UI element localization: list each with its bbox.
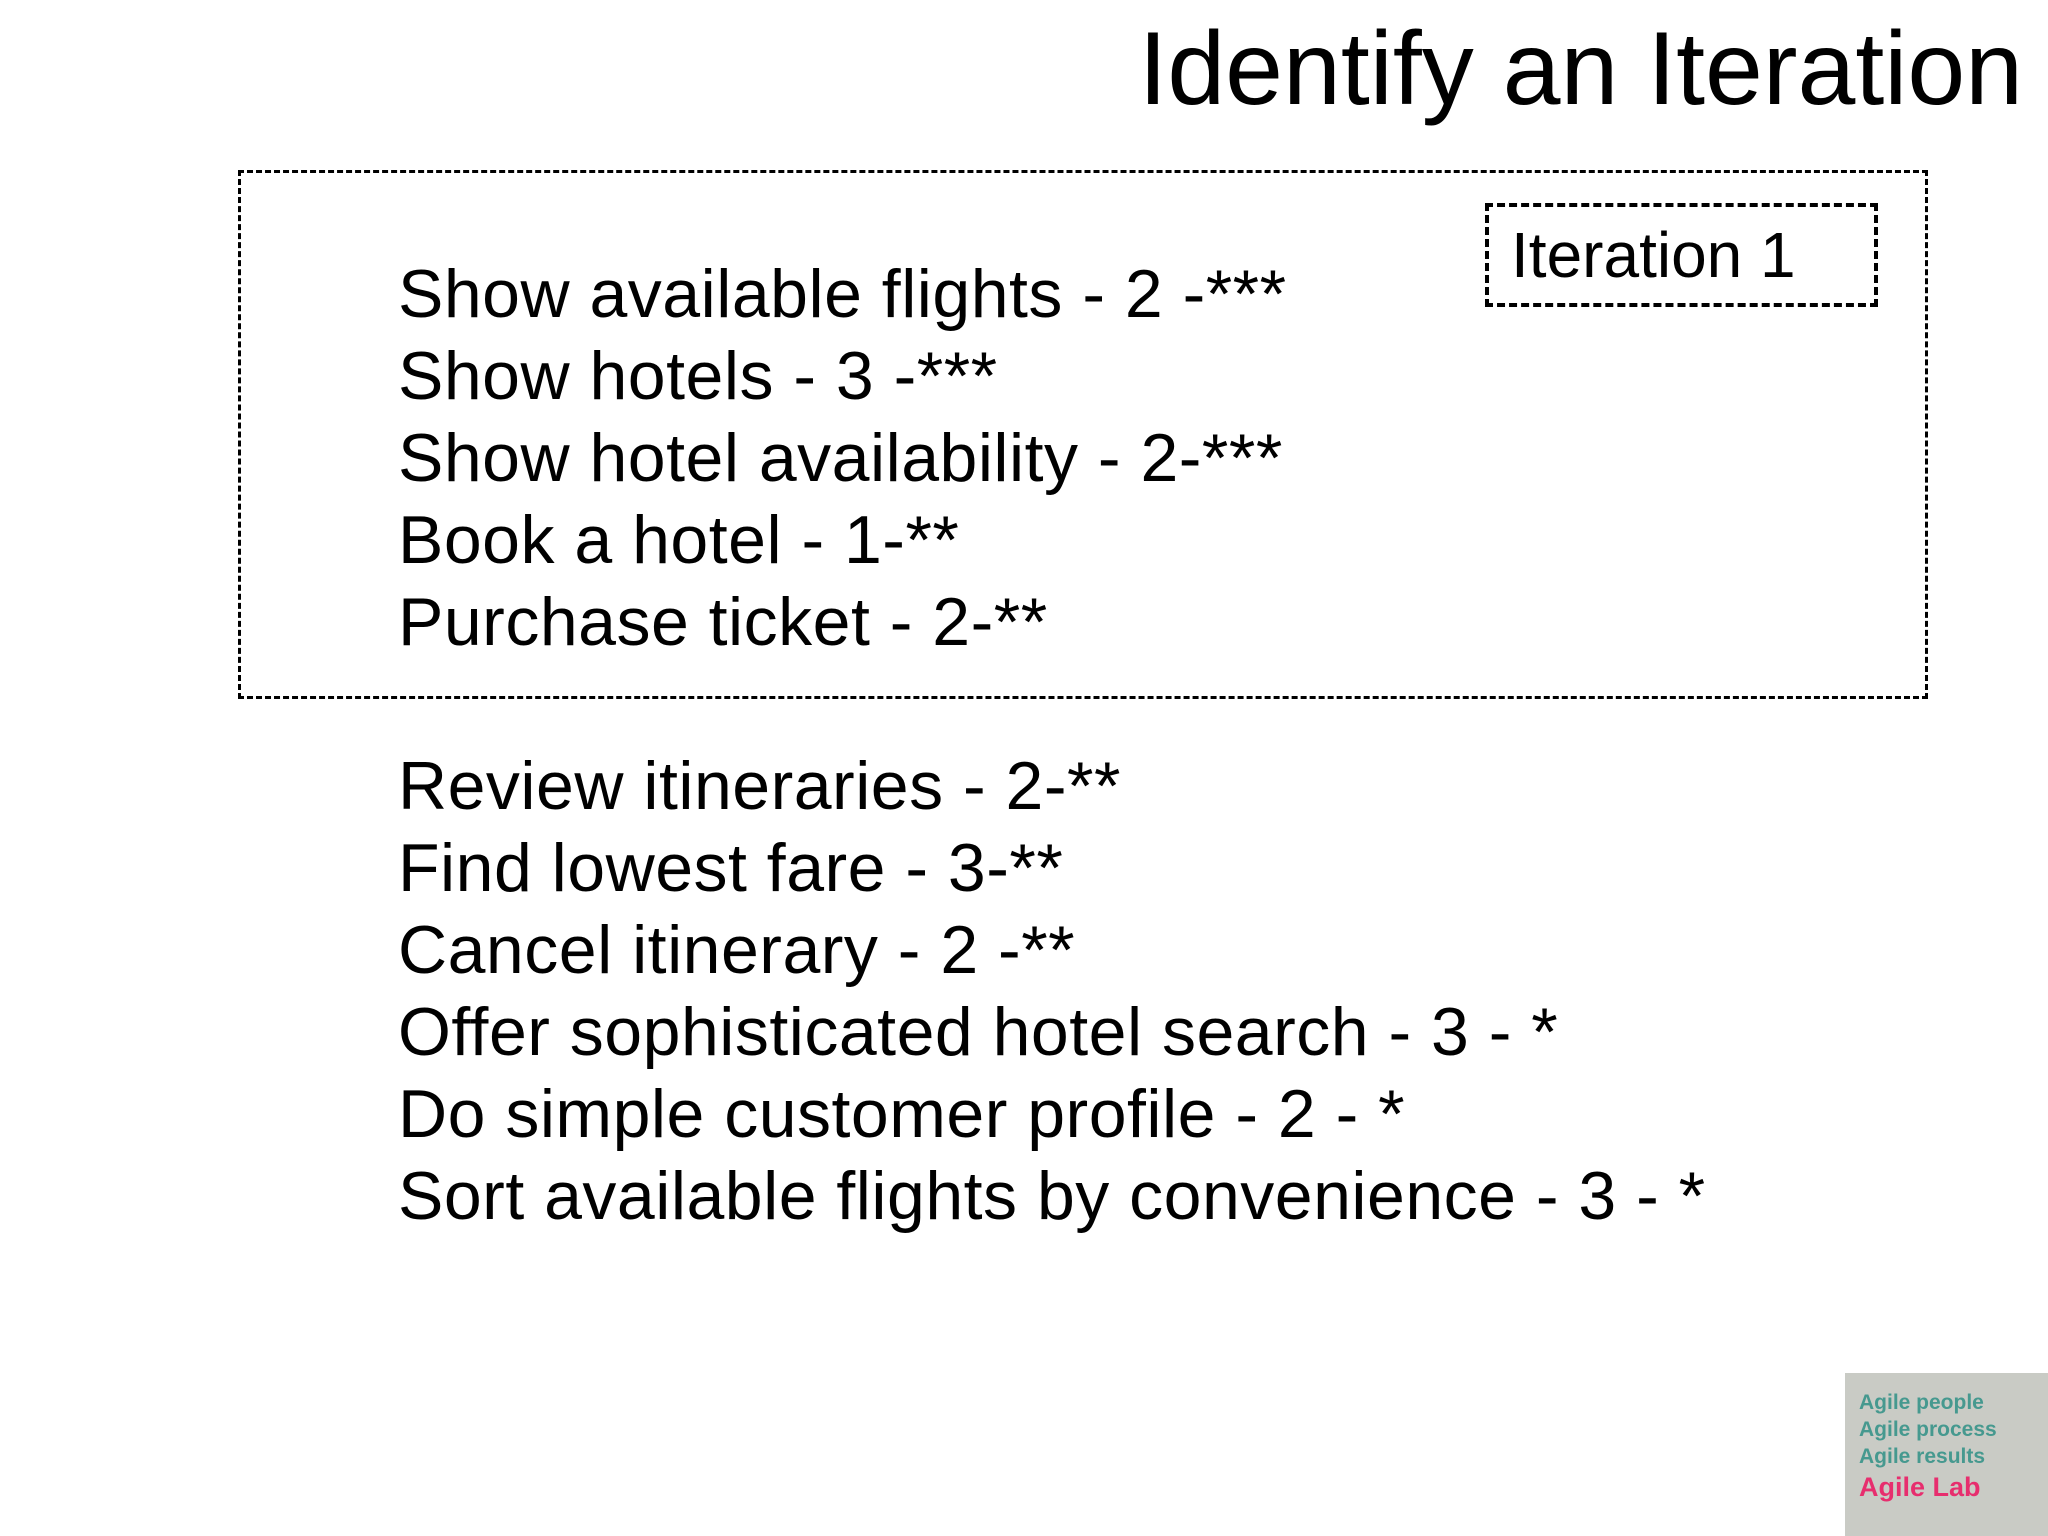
story-item: Show available flights - 2 -***	[398, 256, 1287, 332]
story-item: Review itineraries - 2-**	[398, 748, 1121, 824]
story-item: Cancel itinerary - 2 -**	[398, 912, 1076, 988]
iteration-label: Iteration 1	[1511, 219, 1796, 291]
story-item: Purchase ticket - 2-**	[398, 584, 1048, 660]
logo-brand-name: Agile Lab	[1859, 1472, 1981, 1502]
story-item: Show hotel availability - 2-***	[398, 420, 1283, 496]
agile-lab-logo: Agile people Agile process Agile results…	[1845, 1373, 2048, 1536]
logo-tagline: Agile people	[1859, 1391, 1984, 1414]
slide-title: Identify an Iteration	[1138, 11, 2023, 127]
story-item: Offer sophisticated hotel search - 3 - *	[398, 994, 1559, 1070]
iteration-label-box: Iteration 1	[1485, 203, 1878, 307]
story-item: Show hotels - 3 -***	[398, 338, 998, 414]
story-item: Do simple customer profile - 2 - *	[398, 1076, 1406, 1152]
story-item: Find lowest fare - 3-**	[398, 830, 1064, 906]
backlog-story-list: Review itineraries - 2-**Find lowest far…	[398, 745, 1706, 1237]
story-item: Book a hotel - 1-**	[398, 502, 960, 578]
iteration-story-list: Show available flights - 2 -***Show hote…	[398, 253, 1287, 663]
iteration-scope-box	[238, 170, 1928, 699]
logo-tagline: Agile results	[1859, 1445, 1986, 1468]
logo-tagline: Agile process	[1859, 1418, 1997, 1441]
story-item: Sort available flights by convenience - …	[398, 1158, 1706, 1234]
